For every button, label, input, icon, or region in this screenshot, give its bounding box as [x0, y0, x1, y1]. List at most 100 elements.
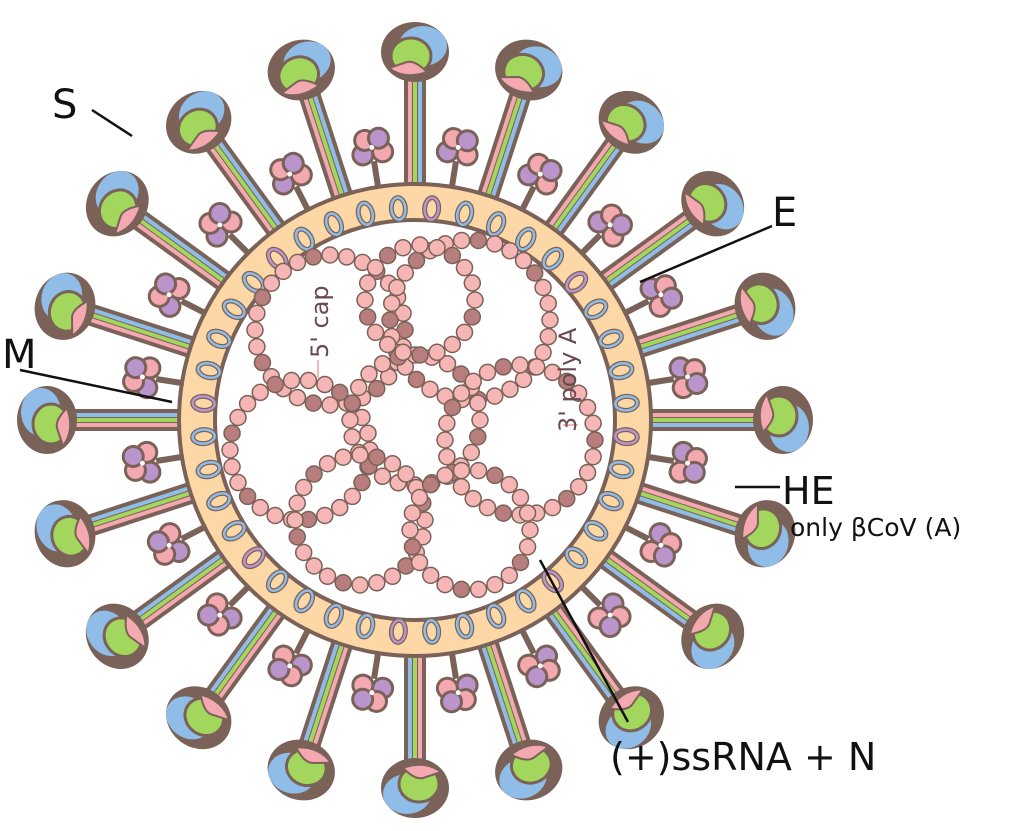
- rna-bead: [543, 363, 562, 382]
- membrane-protein-coil: [190, 393, 218, 413]
- rna-bead: [411, 346, 429, 364]
- rna-bead: [443, 398, 462, 417]
- label-e: E: [772, 190, 797, 236]
- he-protein: [578, 583, 632, 638]
- rna-bead: [288, 494, 306, 512]
- spike-protein: [166, 90, 292, 245]
- rna-bead: [500, 475, 519, 494]
- he-protein: [351, 650, 395, 713]
- rna-bead: [471, 411, 489, 429]
- rna-bead: [304, 394, 323, 412]
- membrane-protein-coil: [541, 569, 565, 594]
- membrane-protein-coil: [514, 588, 537, 614]
- rna-bead: [253, 353, 272, 372]
- rna-bead: [407, 370, 426, 389]
- rna-bead: [238, 487, 257, 506]
- membrane-protein-coil: [323, 602, 345, 629]
- rna-bead: [584, 414, 602, 433]
- rna-bead: [349, 378, 368, 397]
- rna-bead: [443, 246, 462, 265]
- rna-bead: [282, 371, 301, 390]
- rna-bead: [421, 380, 439, 399]
- membrane-protein-coil: [190, 427, 218, 447]
- label-s: S: [52, 82, 77, 128]
- membrane-protein-coil: [293, 588, 316, 614]
- rna-bead: [383, 567, 402, 586]
- rna-bead: [403, 504, 422, 522]
- rna-bead: [253, 288, 272, 307]
- rna-bead: [469, 428, 487, 446]
- rna-bead: [356, 291, 374, 309]
- rna-bead: [382, 294, 401, 313]
- rna-bead: [251, 383, 269, 402]
- spike-protein: [267, 39, 356, 210]
- he-protein: [146, 522, 208, 566]
- rna-bead: [388, 278, 406, 297]
- rna-bead: [378, 246, 397, 265]
- spike-protein: [474, 630, 563, 801]
- rna-bead: [366, 323, 385, 342]
- rna-bead: [478, 363, 497, 382]
- rna-bead: [383, 454, 402, 473]
- spike-protein: [590, 171, 745, 297]
- membrane-protein-coil: [612, 393, 640, 413]
- membrane-protein-coil: [195, 360, 223, 381]
- rna-bead: [351, 576, 369, 594]
- spike-protein: [165, 595, 292, 750]
- rna-bead: [558, 489, 576, 508]
- rna-bead: [494, 358, 513, 376]
- membrane-protein-layer: [190, 195, 640, 645]
- rna-bead: [359, 424, 377, 442]
- e-pointer: [639, 224, 773, 284]
- rna-bead: [238, 394, 257, 413]
- rna-bead: [428, 238, 446, 257]
- rna-bead: [334, 574, 352, 592]
- rna-bead: [501, 241, 519, 260]
- he-protein: [122, 356, 185, 400]
- membrane-protein-coil: [564, 270, 589, 294]
- rna-bead: [353, 473, 371, 492]
- membrane-protein-coil: [564, 546, 589, 570]
- rna-bead: [586, 431, 604, 449]
- rna-bead: [452, 580, 471, 599]
- he-protein: [267, 627, 313, 688]
- rna-bead: [452, 461, 471, 480]
- membrane-protein-coil: [454, 612, 475, 640]
- rna-bead: [299, 371, 318, 390]
- rna-bead: [436, 575, 454, 594]
- rna-bead: [343, 394, 361, 412]
- rna-bead: [539, 294, 558, 313]
- rna-bead: [421, 475, 440, 494]
- rna-bead: [262, 274, 281, 292]
- membrane-protein-coil: [355, 200, 376, 228]
- rna-bead: [248, 304, 266, 323]
- rna-bead: [410, 488, 429, 507]
- spike-protein: [625, 272, 796, 361]
- label-lines: [19, 108, 780, 723]
- rna-bead: [464, 372, 482, 391]
- rna-bead: [578, 398, 597, 417]
- rna-bead: [584, 447, 602, 466]
- membrane-protein-coil: [221, 519, 247, 542]
- he-protein: [269, 151, 313, 213]
- rna-bead: [407, 251, 426, 270]
- spike-protein: [267, 630, 356, 801]
- label-m: M: [2, 332, 37, 378]
- membrane-protein-coil: [265, 569, 289, 594]
- membrane-protein-coil: [485, 211, 507, 238]
- rna-bead: [378, 335, 397, 354]
- rna-bead: [527, 358, 546, 376]
- rna-bead: [469, 580, 488, 599]
- s-pointer: [91, 108, 133, 138]
- spike-protein: [625, 479, 796, 568]
- rna-bead: [486, 466, 504, 485]
- rna-bead: [438, 414, 456, 433]
- rna-pointer: [538, 559, 630, 723]
- he-protein: [622, 522, 683, 568]
- membrane-protein-coil: [355, 612, 376, 640]
- rna-bead: [373, 354, 392, 373]
- membrane-protein-coil: [607, 459, 635, 480]
- membrane-protein-coil: [454, 200, 475, 228]
- rna-bead: [485, 235, 504, 253]
- rna-bead: [500, 566, 519, 585]
